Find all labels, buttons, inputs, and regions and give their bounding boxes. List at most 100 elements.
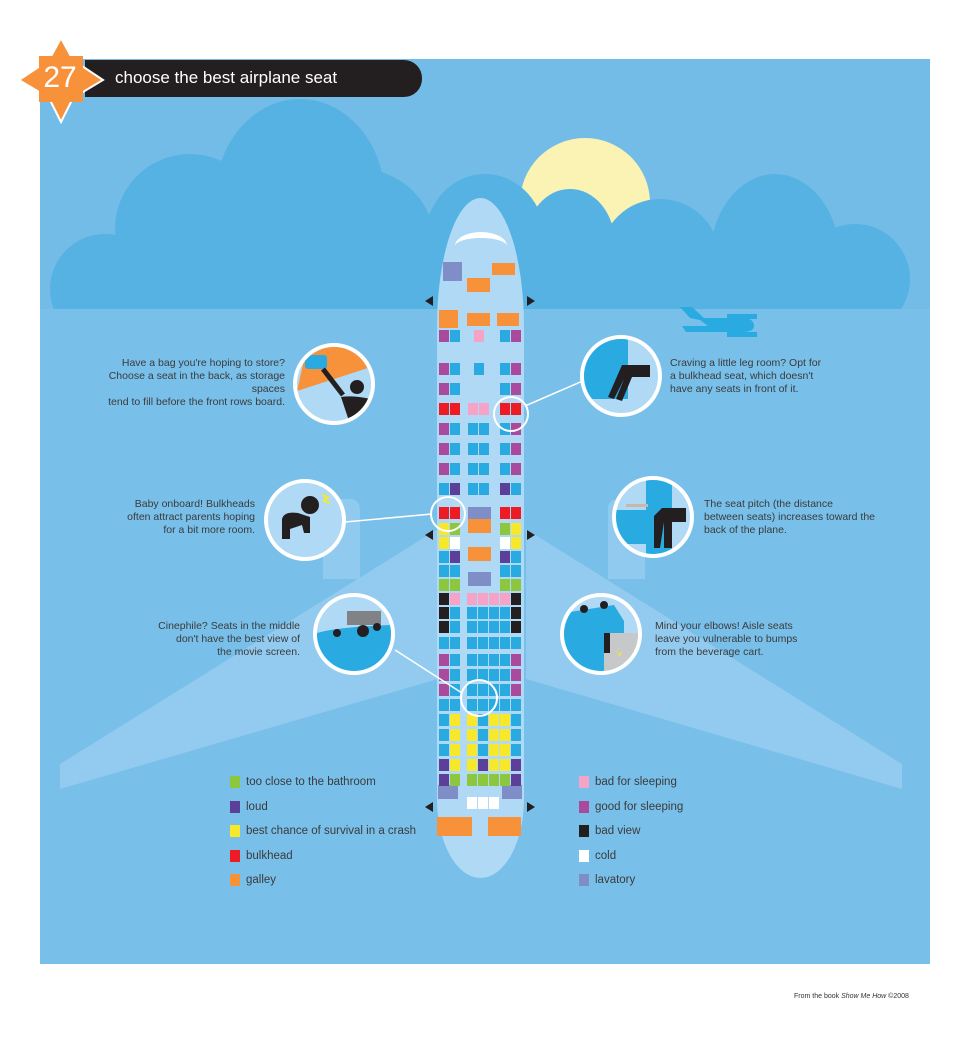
seat [450, 565, 460, 577]
seat [511, 684, 521, 696]
seat [478, 729, 488, 741]
exit-marker-icon [527, 802, 535, 812]
lavatory-block [443, 262, 462, 281]
seat [511, 637, 521, 649]
seat [439, 774, 449, 786]
seat [467, 593, 477, 605]
seat [450, 403, 460, 415]
exit-marker-icon [425, 530, 433, 540]
seat [439, 593, 449, 605]
tip-legroom: Craving a little leg room? Opt for a bul… [670, 357, 822, 395]
seat [511, 774, 521, 786]
legend-item: bad for sleeping [579, 770, 683, 795]
galley-block [492, 263, 515, 275]
seat [439, 669, 449, 681]
seat [500, 483, 510, 495]
seat [439, 383, 449, 395]
swatch-green [230, 776, 240, 789]
seat [479, 463, 489, 475]
seat [489, 729, 499, 741]
seat [489, 759, 499, 771]
seat [439, 579, 449, 591]
seat [511, 463, 521, 475]
tip-baby: Baby onboard! Bulkheads often attract pa… [127, 498, 255, 536]
seat [500, 607, 510, 619]
callout-elbows-illustration [560, 593, 642, 675]
seat [450, 621, 460, 633]
galley-block [437, 817, 472, 836]
seat [489, 637, 499, 649]
legend-item: bulkhead [230, 844, 416, 869]
credit-line: From the book Show Me How ©2008 [794, 993, 909, 1000]
seat [500, 684, 510, 696]
seat [439, 654, 449, 666]
seat [450, 463, 460, 475]
seat [450, 330, 460, 342]
highlight-ring-middle-seats [460, 679, 498, 717]
seat [439, 551, 449, 563]
swatch-white [579, 849, 589, 862]
lavatory-block [502, 785, 522, 799]
seat [511, 654, 521, 666]
seat [478, 774, 488, 786]
seat [511, 383, 521, 395]
seat [439, 537, 449, 549]
galley-block [467, 313, 490, 326]
seat [511, 669, 521, 681]
legend-left: too close to the bathroom loud best chan… [230, 770, 416, 893]
seat [439, 621, 449, 633]
seat [439, 330, 449, 342]
seat [467, 654, 477, 666]
tip-cinephile: Cinephile? Seats in the middle don't hav… [158, 620, 300, 658]
galley-block [467, 278, 490, 292]
seat [489, 774, 499, 786]
seat [500, 744, 510, 756]
galley-block [497, 313, 519, 326]
seat [478, 593, 488, 605]
lavatory-block [468, 507, 491, 521]
seat [479, 443, 489, 455]
seat [467, 607, 477, 619]
seat [439, 443, 449, 455]
lavatory-block [468, 572, 491, 586]
seat [478, 714, 488, 726]
seat [474, 330, 484, 342]
seat [478, 637, 488, 649]
exit-marker-icon [527, 296, 535, 306]
seat [450, 537, 460, 549]
seat [511, 729, 521, 741]
legend-item: good for sleeping [579, 795, 683, 820]
swatch-yellow [230, 825, 240, 838]
seat [511, 443, 521, 455]
seat [468, 443, 478, 455]
seat [439, 607, 449, 619]
seat [489, 621, 499, 633]
seat [450, 699, 460, 711]
seat [478, 621, 488, 633]
seat [500, 669, 510, 681]
seat [450, 551, 460, 563]
seat [467, 729, 477, 741]
seat [450, 593, 460, 605]
seat [478, 797, 488, 809]
exit-marker-icon [527, 530, 535, 540]
seat [467, 774, 477, 786]
seat [500, 729, 510, 741]
seat [450, 744, 460, 756]
seat [511, 330, 521, 342]
title-bar [85, 60, 422, 97]
legend-item: too close to the bathroom [230, 770, 416, 795]
seat [467, 637, 477, 649]
seat [500, 383, 510, 395]
seat [511, 744, 521, 756]
seat [500, 714, 510, 726]
seat [511, 363, 521, 375]
seat [479, 483, 489, 495]
seat [489, 654, 499, 666]
callout-cinephile-illustration [313, 593, 395, 675]
legend-item: bad view [579, 819, 683, 844]
seat [450, 774, 460, 786]
seat [500, 443, 510, 455]
legend-right: bad for sleeping good for sleeping bad v… [579, 770, 683, 893]
